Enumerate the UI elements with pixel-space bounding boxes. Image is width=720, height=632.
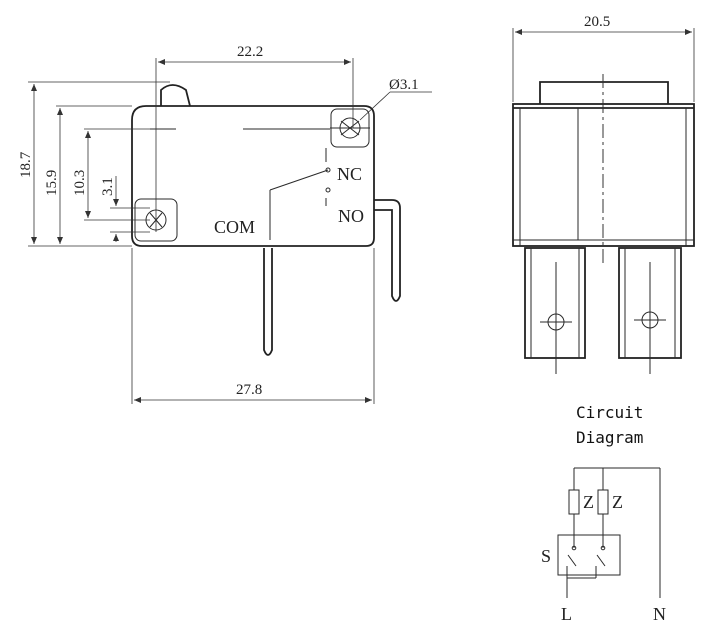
label-com: COM [214, 217, 255, 237]
label-nc: NC [337, 164, 362, 184]
dim-height-3: 10.3 [72, 170, 88, 196]
front-terminal-left [524, 247, 586, 359]
resistor-z1 [568, 489, 580, 515]
circuit-diagram: Circuit Diagram Z Z S L N [541, 403, 666, 624]
resistor-z2 [597, 489, 609, 515]
circuit-title-line2: Diagram [576, 428, 643, 447]
dim-length-top: 22.2 [237, 44, 263, 60]
label-l: L [561, 604, 572, 624]
label-s: S [541, 546, 551, 566]
dim-length-bottom: 27.8 [236, 382, 262, 398]
hole-leader [359, 91, 391, 121]
switch-blade-2 [596, 554, 606, 567]
switch-body-outline [131, 105, 375, 247]
dim-height-2: 15.9 [44, 170, 60, 196]
com-lever [269, 169, 329, 191]
com-terminal [263, 248, 273, 356]
front-view: 20.5 [512, 14, 695, 374]
switch-blade-1 [567, 554, 577, 567]
no-terminal [374, 199, 401, 302]
dim-height-4: 3.1 [100, 177, 116, 196]
label-n: N [653, 604, 666, 624]
label-no: NO [338, 206, 364, 226]
label-z1: Z [583, 492, 594, 512]
label-z2: Z [612, 492, 623, 512]
circuit-title-line1: Circuit [576, 403, 643, 422]
dim-height-total: 18.7 [18, 151, 34, 178]
dim-hole-diameter: Ø3.1 [389, 77, 419, 93]
actuator-button [160, 84, 191, 107]
side-view: Ø3.1 NC NO COM 22.2 27.8 18.7 [18, 44, 432, 404]
switch-s-box [557, 534, 621, 576]
dim-width: 20.5 [584, 14, 610, 30]
front-cap [539, 81, 669, 104]
